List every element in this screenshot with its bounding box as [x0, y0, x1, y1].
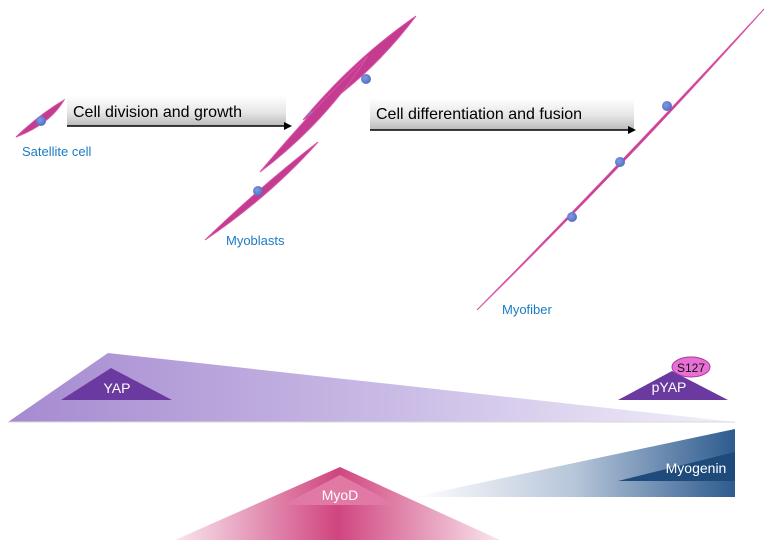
step2-label: Cell differentiation and fusion: [376, 106, 582, 123]
myod-badge: [283, 475, 397, 505]
step1-label: Cell division and growth: [73, 104, 242, 121]
step1-arrow: [67, 96, 292, 130]
myoblasts: [204, 15, 417, 241]
myod-label: MyoD: [322, 487, 359, 503]
pyap-label: pYAP: [652, 379, 687, 395]
yap-label: YAP: [104, 380, 131, 396]
step2-arrow: [370, 98, 636, 134]
myogenin-badge: [618, 452, 735, 481]
pyap-badge: [618, 371, 728, 400]
satellite-cell: [15, 98, 66, 138]
yap-expression-wedge: [8, 353, 735, 422]
yap-badge: [61, 368, 172, 400]
myoblasts-label: Myoblasts: [226, 233, 285, 248]
myofiber: [476, 8, 765, 311]
s127-badge: [671, 356, 711, 378]
satellite-cell-label: Satellite cell: [22, 144, 91, 159]
s127-label: S127: [677, 361, 705, 375]
myofiber-label: Myofiber: [502, 302, 553, 317]
myogenin-label: Myogenin: [666, 460, 727, 476]
